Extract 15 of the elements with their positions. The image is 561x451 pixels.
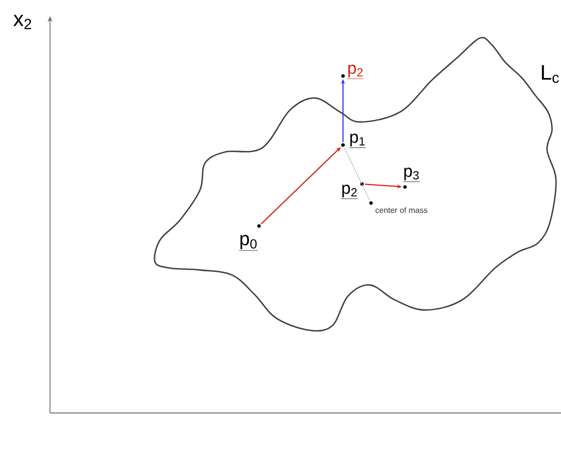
point-label: p$_{2}$ [341, 184, 358, 199]
point-label: p$_{3}$ [403, 168, 420, 182]
point [257, 224, 261, 228]
point [369, 201, 373, 205]
point-label: p$_{1}$ [349, 134, 366, 148]
point [341, 74, 345, 78]
point [360, 182, 364, 186]
point-label: p$_{0}$ [239, 234, 258, 251]
axis-label: x$_{2}$ [13, 14, 32, 30]
point-label: p$_{2}$ [347, 64, 364, 79]
line [344, 147, 370, 201]
point [341, 143, 345, 147]
point-label: center of mass [376, 207, 428, 213]
point [403, 185, 407, 189]
curve-label: L$_{c}$ [542, 65, 559, 83]
